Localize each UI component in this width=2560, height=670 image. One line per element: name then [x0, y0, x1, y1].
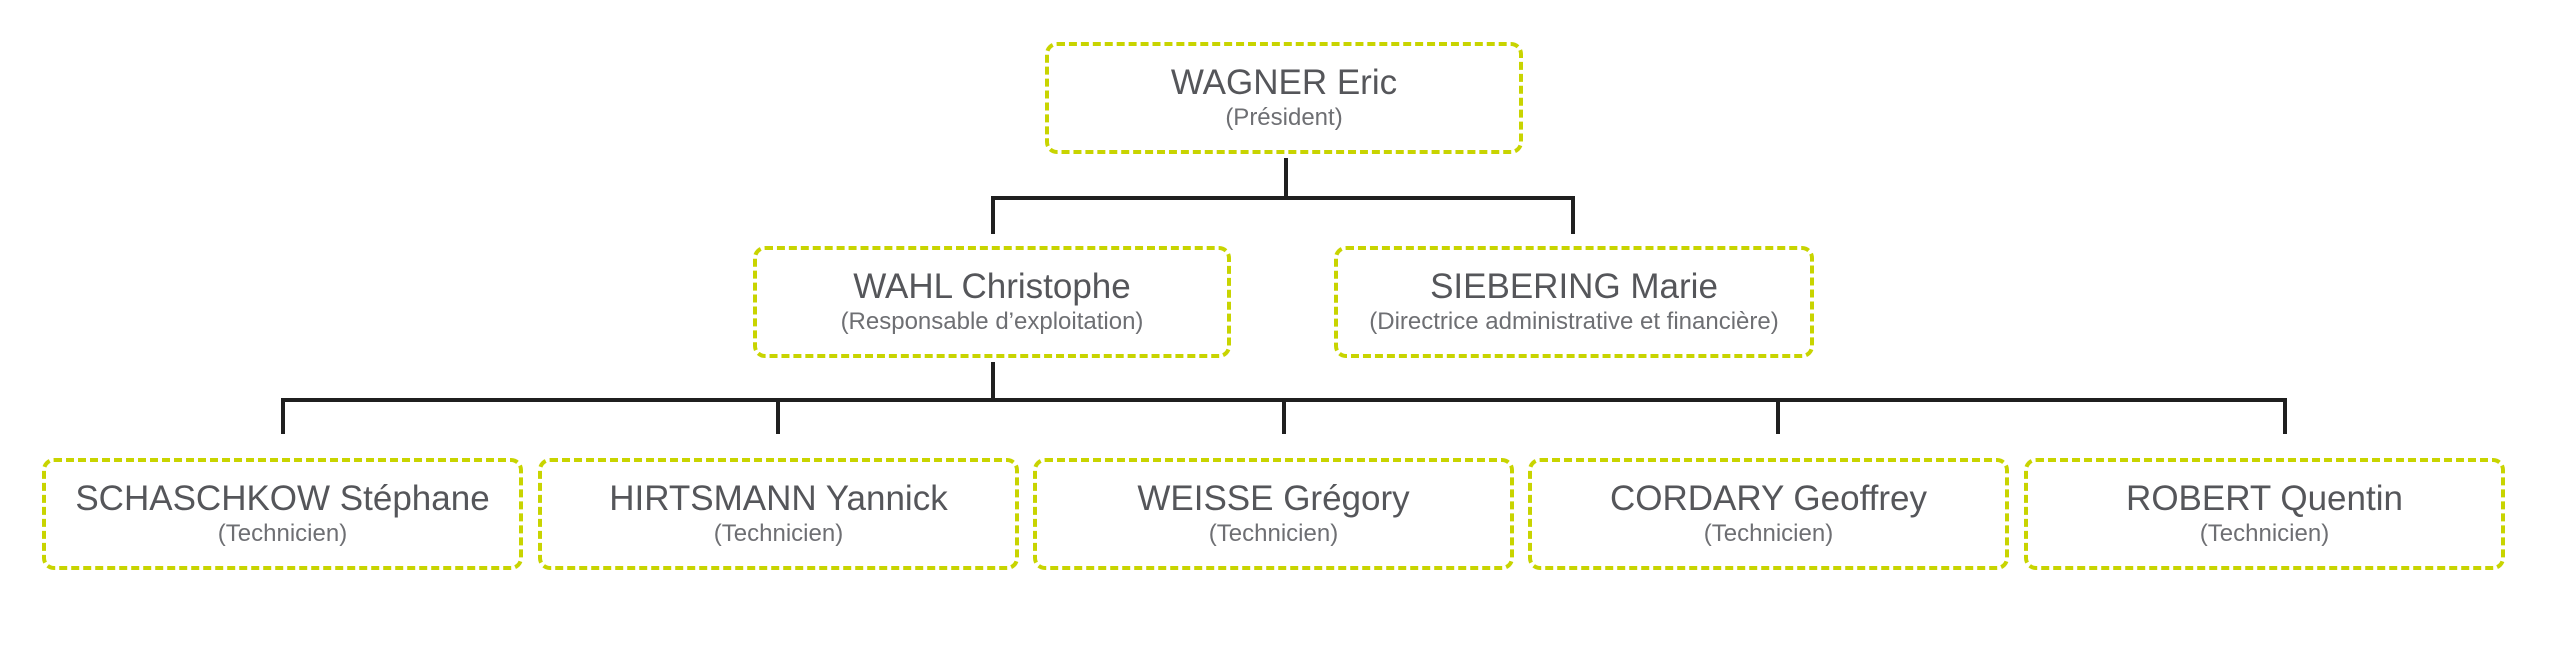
node-name: SIEBERING Marie: [1430, 267, 1718, 306]
node-name: WEISSE Grégory: [1137, 479, 1410, 518]
connector-to-wahl: [991, 196, 995, 234]
connector-president-down: [1284, 158, 1288, 198]
node-role: (Technicien): [217, 520, 348, 547]
node-technician-4: CORDARY Geoffrey (Technicien): [1528, 458, 2009, 570]
node-finance-director: SIEBERING Marie (Directrice administrati…: [1334, 246, 1814, 358]
connector-to-technician-3: [1282, 398, 1286, 434]
node-role: (Technicien): [2199, 520, 2330, 547]
node-role: (Technicien): [1703, 520, 1834, 547]
node-name: CORDARY Geoffrey: [1609, 479, 1928, 518]
node-president: WAGNER Eric (Président): [1045, 42, 1523, 154]
node-role: (Président): [1225, 104, 1343, 131]
node-technician-2: HIRTSMANN Yannick (Technicien): [538, 458, 1019, 570]
connector-to-technician-5: [2283, 398, 2287, 434]
connector-to-technician-4: [1776, 398, 1780, 434]
node-name: WAHL Christophe: [853, 267, 1131, 306]
node-role: (Technicien): [713, 520, 844, 547]
connector-to-technician-2: [776, 398, 780, 434]
connector-to-siebering: [1571, 196, 1575, 234]
node-technician-5: ROBERT Quentin (Technicien): [2024, 458, 2505, 570]
node-technician-3: WEISSE Grégory (Technicien): [1033, 458, 1514, 570]
node-name: SCHASCHKOW Stéphane: [75, 479, 490, 518]
node-name: HIRTSMANN Yannick: [609, 479, 948, 518]
node-name: WAGNER Eric: [1170, 63, 1398, 102]
node-technician-1: SCHASCHKOW Stéphane (Technicien): [42, 458, 523, 570]
node-role: (Directrice administrative et financière…: [1369, 308, 1779, 335]
node-role: (Technicien): [1208, 520, 1339, 547]
connector-wahl-down: [991, 362, 995, 402]
node-role: (Responsable d’exploitation): [840, 308, 1144, 335]
connector-level2-horizontal: [991, 196, 1575, 200]
node-operations-manager: WAHL Christophe (Responsable d’exploitat…: [753, 246, 1231, 358]
node-name: ROBERT Quentin: [2126, 479, 2403, 518]
connector-to-technician-1: [281, 398, 285, 434]
